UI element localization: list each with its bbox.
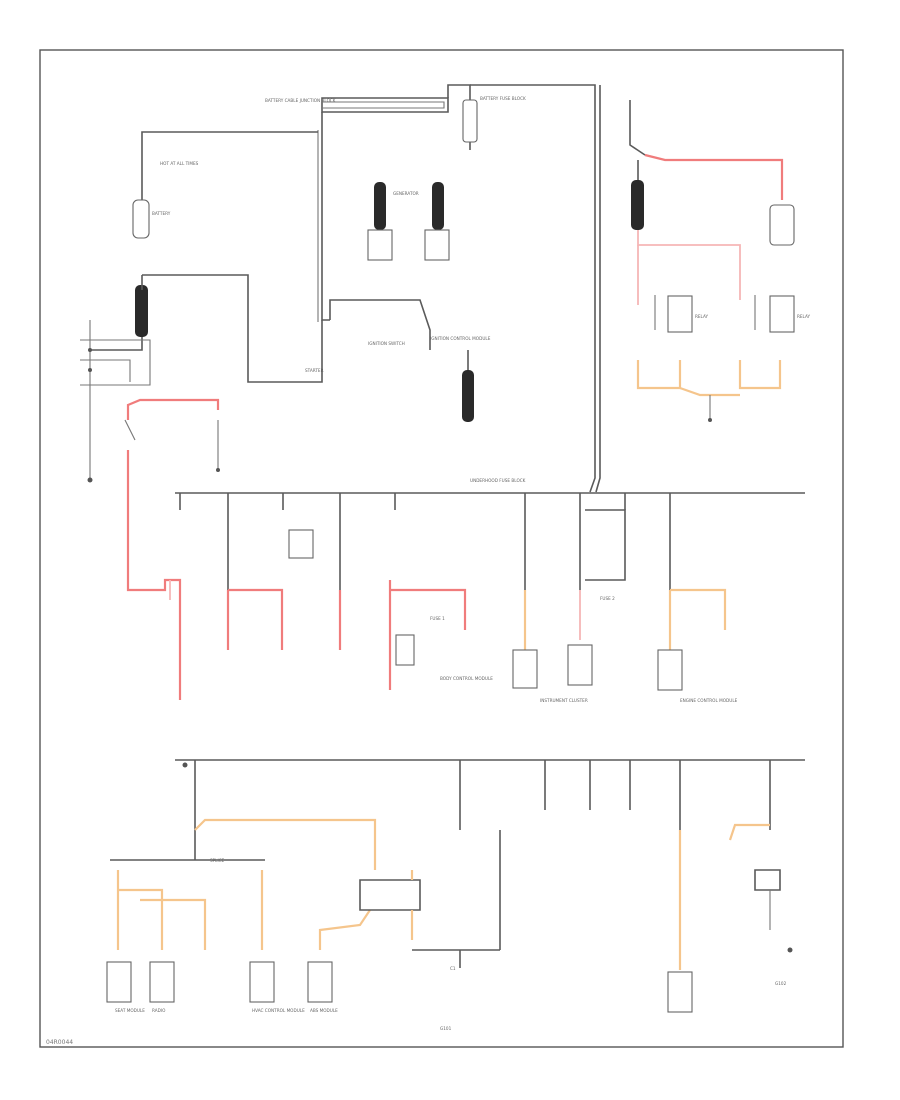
relay-1-label: RELAY [695,314,709,319]
diagram-code: 04R0044 [46,1039,73,1046]
hot-at-all-label: HOT AT ALL TIMES [160,161,199,166]
battery-junction-section: STARTER IGNITION SWITCH IGNITION CONTROL… [80,84,601,700]
generator-2 [424,229,450,261]
seat-module [106,961,132,1003]
main-bus: UNDERHOOD FUSE BLOCK FUSE 1 FUSE 2 BODY … [175,478,805,703]
battery-fuse-block [132,199,150,239]
generator-label: GENERATOR [393,191,419,196]
ignition-fuse [135,285,148,337]
radio-label: RADIO [152,1008,166,1013]
abs-label: ABS MODULE [310,1008,338,1013]
module-e [657,649,683,691]
generator-1 [367,229,393,261]
ignition-switch-label: IGNITION SWITCH [368,341,405,346]
junction-block-fuse [462,99,478,143]
lower-bus: SPLICE SEAT MODULE RADIO HVAC CONTROL MO… [106,759,805,1031]
ground-2-label: G102 [775,981,787,986]
ground-label: G101 [440,1026,452,1031]
ignition-control-label: IGNITION CONTROL MODULE [430,336,491,341]
diagram-frame [39,49,844,1048]
fuse-module-b [395,634,415,666]
relay-fuse [631,180,644,230]
seat-module-label: SEAT MODULE [115,1008,145,1013]
body-module-label: BODY CONTROL MODULE [440,676,493,681]
module-a [288,529,314,559]
relay-2 [769,295,795,333]
fuse-2-label: FUSE 2 [600,596,615,601]
relay-2-label: RELAY [797,314,811,319]
fuse-1-label: FUSE 1 [430,616,445,621]
battery-cable-label: BATTERY CABLE JUNCTION BLOCK [265,98,336,103]
ignition-control-fuse [462,370,474,422]
instrument-cluster-label: INSTRUMENT CLUSTER [540,698,588,703]
engine-control-label: ENGINE CONTROL MODULE [680,698,738,703]
relay-load [769,204,795,246]
module-d [567,644,593,686]
splice-label: SPLICE [210,858,225,863]
battery-label: BATTERY [152,211,171,216]
footer-label: C1 [450,966,456,971]
relay-1 [667,295,693,333]
underhood-label: UNDERHOOD FUSE BLOCK [470,478,526,483]
generator-fuse-1 [374,182,386,230]
hvac-module [249,961,275,1003]
battery-fuse-label: BATTERY FUSE BLOCK [480,96,526,101]
module-c [512,649,538,689]
relay-section: RELAY RELAY [629,100,811,422]
radio [149,961,175,1003]
generator-fuse-2 [432,182,444,230]
abs-module [307,961,333,1003]
starter-label: STARTER [305,368,324,373]
engine-control-module [667,971,693,1013]
hvac-label: HVAC CONTROL MODULE [252,1008,305,1013]
